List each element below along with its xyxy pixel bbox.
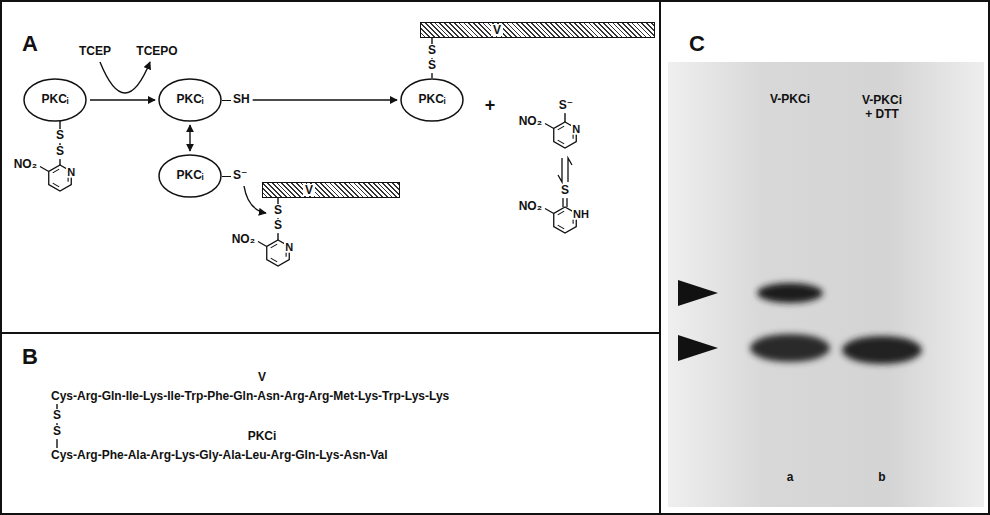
protein-oval: PKCᵢ SH (158, 78, 250, 122)
thiol-label: SH (233, 93, 250, 107)
ring-double-bond (271, 258, 277, 262)
thiol-label: S⁻ (233, 169, 247, 183)
node-label: V (303, 184, 315, 196)
equilibrium-harpoon (558, 158, 562, 182)
hatched-bar: V (262, 182, 400, 198)
protein-oval: PKCᵢ (400, 78, 464, 122)
atom-label: S (273, 219, 283, 233)
oval-shape: PKCᵢ (158, 78, 222, 122)
chain-label: V (258, 371, 266, 385)
nitro-bond (545, 124, 554, 129)
panel-divider (0, 332, 660, 334)
chain-label: PKCi (248, 430, 277, 444)
hatched-bar: V (420, 22, 655, 38)
thiolate-bond (564, 112, 565, 122)
reagent-label: TCEP (79, 45, 111, 59)
atom-label: N (284, 240, 294, 253)
atom-label: S (560, 184, 570, 198)
protein-oval: PKCᵢ S⁻ (158, 154, 247, 198)
lane-label: V-PKCi (770, 93, 810, 107)
atom-label: S (55, 129, 65, 143)
oval-shape: PKCᵢ (158, 154, 222, 198)
node-label: PKCᵢ (176, 93, 203, 107)
node-label: PKCᵢ (176, 169, 203, 183)
oval-outline (159, 155, 221, 197)
reagent-label: TCEPO (136, 45, 177, 59)
band-arrowhead (678, 335, 718, 361)
atom-label: N (571, 122, 581, 135)
node-label: PKCᵢ (41, 93, 68, 107)
peptide-bar: V (262, 182, 400, 198)
oval-outline (401, 79, 463, 121)
reaction-arrow (90, 99, 155, 100)
bond-line (222, 176, 231, 177)
oval-shape: PKCᵢ (23, 78, 87, 122)
atom-label: N (66, 165, 76, 178)
atom-label: S (427, 59, 437, 73)
gel-band (750, 334, 830, 362)
lane-letter: a (787, 471, 794, 485)
atom-label: S (427, 44, 437, 58)
gel-image (668, 62, 984, 507)
atom-label: S (55, 145, 65, 159)
gel-band (842, 336, 922, 364)
protein-oval: PKCᵢ (23, 78, 87, 122)
plus-sign: + (485, 95, 496, 116)
node-label: PKCᵢ (418, 93, 445, 107)
nitro-bond (40, 167, 49, 172)
node-label: V (491, 24, 503, 36)
atom-label: S⁻ (558, 99, 574, 113)
panel-letter: B (22, 344, 38, 369)
ring-double-bond (558, 211, 564, 215)
atom-label: NH (572, 207, 590, 220)
peptide-bar: V (420, 22, 655, 38)
equilibrium-harpoon (568, 158, 572, 182)
lane-letter: b (878, 471, 885, 485)
group-label: NO₂ (231, 233, 256, 247)
atom-label: S (52, 425, 62, 439)
gel-band (757, 283, 823, 303)
atom-label: S (273, 204, 283, 218)
peptide-sequence: Cys-Arg-Gln-Ile-Lys-Ile-Trp-Phe-Gln-Asn-… (51, 390, 449, 404)
bond-line (222, 100, 231, 101)
nitro-bond (258, 242, 267, 247)
reaction-arrow (253, 99, 397, 100)
oval-outline (24, 79, 86, 121)
panel-divider (659, 0, 661, 515)
oval-shape: PKCᵢ (400, 78, 464, 122)
pyridine-rings (40, 122, 576, 266)
nitro-bond (545, 209, 554, 214)
panel-letter: A (22, 31, 38, 56)
peptide-sequence: Cys-Arg-Phe-Ala-Arg-Lys-Gly-Ala-Leu-Arg-… (51, 449, 387, 463)
group-label: NO₂ (518, 200, 543, 214)
ring-double-bond (53, 183, 59, 187)
thione-double-bond (562, 197, 563, 207)
oval-outline (159, 79, 221, 121)
ring-double-bond (271, 244, 277, 248)
panel-letter: C (689, 31, 705, 56)
thione-double-bond (566, 197, 567, 207)
atom-label: S (52, 409, 62, 423)
ring-double-bond (558, 126, 564, 130)
group-label: NO₂ (518, 115, 543, 129)
group-label: NO₂ (13, 158, 38, 172)
reaction-arrow (189, 125, 190, 151)
ring-double-bond (558, 140, 564, 144)
lane-label: V-PKCi + DTT (859, 93, 905, 122)
reagent-arrow (100, 62, 150, 93)
ring-double-bond (558, 225, 564, 229)
band-arrowhead (678, 280, 718, 306)
ring-double-bond (53, 169, 59, 173)
